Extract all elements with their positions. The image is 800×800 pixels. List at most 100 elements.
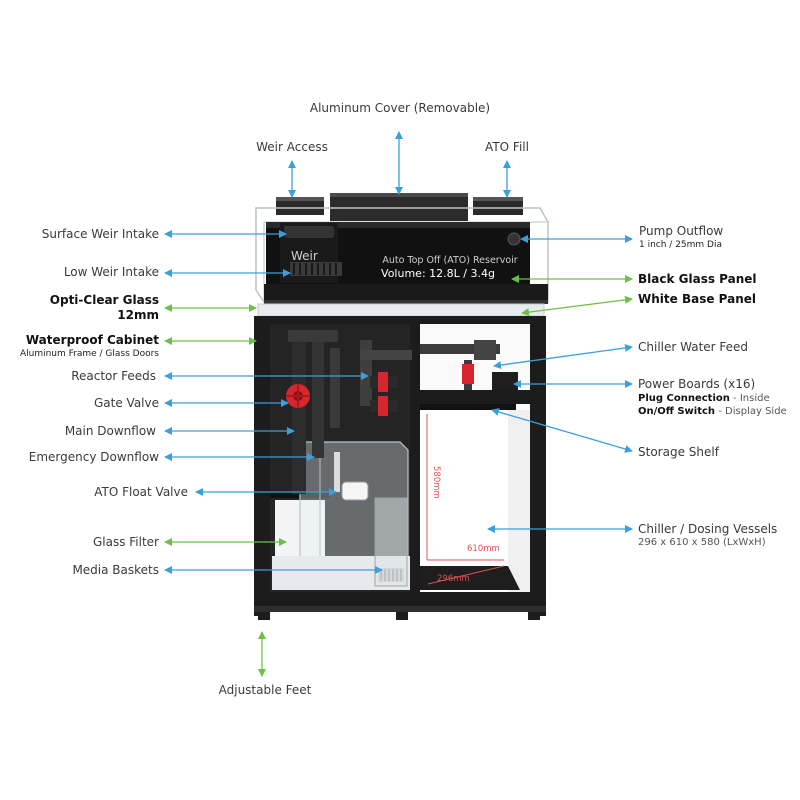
chiller-compartment [420, 410, 508, 592]
black-glass-sheen [266, 222, 530, 228]
label-pump-outflow-text: Pump Outflow [639, 224, 724, 238]
label-storage-shelf-text: Storage Shelf [638, 445, 719, 459]
label-waterproof-cabinet: Waterproof Cabinet Aluminum Frame / Glas… [10, 333, 159, 360]
tank-rim-panel [264, 284, 548, 302]
arrow-storage-shelf [491, 408, 633, 453]
label-main-downflow-text: Main Downflow [64, 424, 156, 438]
label-waterproof-cabinet-sub: Aluminum Frame / Glass Doors [19, 349, 159, 359]
label-media-baskets: Media Baskets [20, 563, 159, 578]
label-main-downflow: Main Downflow [20, 424, 156, 439]
cabinet-top-rail [254, 316, 546, 324]
label-aluminum-cover: Aluminum Cover (Removable) [300, 101, 500, 116]
label-reactor-feeds-text: Reactor Feeds [71, 369, 156, 383]
ato-float-valve[interactable] [341, 481, 369, 501]
foot-center[interactable] [396, 612, 408, 620]
white-base-panel [257, 303, 545, 317]
height-dimension-text: 580mm [431, 466, 441, 499]
label-glass-filter-text: Glass Filter [92, 535, 159, 549]
weir-access-lid-top [276, 197, 324, 201]
power-board[interactable] [492, 372, 518, 390]
label-chiller-dosing-text: Chiller / Dosing Vessels [638, 522, 778, 536]
label-reactor-feeds: Reactor Feeds [20, 369, 156, 384]
media-basket-mesh-lines [380, 569, 402, 581]
length-dimension-line [427, 565, 505, 585]
label-pump-outflow-sub: 1 inch / 25mm Dia [639, 240, 722, 250]
label-white-base-panel: White Base Panel [638, 292, 756, 307]
pump-outflow-nozzle [507, 232, 521, 246]
label-surface-weir-intake-text: Surface Weir Intake [41, 227, 159, 241]
label-black-glass-panel: Black Glass Panel [638, 272, 757, 287]
cabinet-bottom-rail [254, 592, 546, 608]
label-plug-connection-note: - Inside [729, 393, 770, 404]
weir-text: Weir [291, 249, 318, 263]
label-adjustable-feet-text: Adjustable Feet [218, 683, 312, 697]
label-gate-valve: Gate Valve [20, 396, 159, 411]
label-on-off-switch: On/Off Switch [638, 406, 716, 417]
label-low-weir-intake-text: Low Weir Intake [63, 265, 159, 279]
label-gate-valve-text: Gate Valve [93, 396, 159, 410]
cabinet-left-post [254, 316, 270, 616]
label-ato-fill: ATO Fill [467, 140, 547, 155]
ato-volume-text: Volume: 12.8L / 3.4g [381, 267, 495, 280]
low-weir-slots [290, 262, 342, 276]
cabinet-base-strip [254, 606, 546, 612]
length-dimension-text: 296mm [437, 574, 470, 584]
label-emergency-downflow: Emergency Downflow [10, 450, 159, 465]
label-on-off-switch-line: On/Off Switch - Display Side [638, 405, 787, 418]
label-plug-connection-line: Plug Connection - Inside [638, 392, 787, 405]
low-weir-slot-lines [293, 263, 337, 275]
aluminum-cover-top [330, 193, 468, 197]
label-plug-connection: Plug Connection [638, 393, 730, 404]
foot-right[interactable] [528, 612, 540, 620]
arrow-chiller-water-feed [493, 343, 633, 370]
label-aluminum-cover-text: Aluminum Cover (Removable) [309, 101, 491, 115]
surface-weir-slot [284, 226, 334, 238]
label-ato-float-valve-text: ATO Float Valve [94, 485, 188, 499]
width-dimension-text: 610mm [467, 544, 500, 554]
label-waterproof-cabinet-text: Waterproof Cabinet [25, 333, 159, 347]
label-opti-clear-glass-sub: 12mm [117, 308, 159, 322]
label-low-weir-intake: Low Weir Intake [20, 265, 159, 280]
label-glass-filter: Glass Filter [20, 535, 159, 550]
tank-rim-shadow [264, 300, 548, 304]
label-storage-shelf: Storage Shelf [638, 445, 719, 460]
storage-shelf-lip [420, 404, 516, 410]
right-pipe-vertical [360, 340, 372, 406]
reactor-valve-handle-1[interactable] [378, 372, 388, 392]
label-white-base-panel-text: White Base Panel [638, 292, 757, 306]
label-opti-clear-glass-text: Opti-Clear Glass [49, 293, 159, 307]
label-weir-access: Weir Access [242, 140, 342, 155]
label-ato-float-valve: ATO Float Valve [20, 485, 188, 500]
label-surface-weir-intake: Surface Weir Intake [20, 227, 159, 242]
weir-access-lid[interactable] [276, 197, 324, 215]
ato-fill-lid[interactable] [473, 197, 523, 215]
cabinet-center-divider [410, 324, 420, 596]
ato-fill-lid-top [473, 197, 523, 201]
label-chiller-water-feed: Chiller Water Feed [638, 340, 748, 355]
chiller-valve-handle[interactable] [462, 364, 474, 384]
gate-valve-spokes [286, 384, 310, 408]
ato-reservoir-text: Auto Top Off (ATO) Reservoir [382, 255, 517, 266]
pipe-elbow-top [288, 330, 338, 342]
arrow-white-base-panel [521, 295, 633, 317]
chiller-feed-fitting [474, 340, 496, 360]
label-chiller-dosing: Chiller / Dosing Vessels 296 x 610 x 580… [638, 522, 777, 549]
label-emergency-downflow-text: Emergency Downflow [28, 450, 159, 464]
label-chiller-water-feed-text: Chiller Water Feed [638, 340, 749, 354]
label-weir-access-text: Weir Access [256, 140, 328, 154]
label-adjustable-feet: Adjustable Feet [205, 683, 325, 698]
chiller-compartment-right-wall [508, 410, 530, 592]
reactor-pipe [330, 348, 340, 428]
storage-shelf [420, 390, 530, 404]
aluminum-cover[interactable] [330, 193, 468, 221]
chiller-feed-pipe [420, 344, 500, 354]
label-black-glass-panel-text: Black Glass Panel [638, 272, 757, 286]
foot-left[interactable] [258, 612, 270, 620]
cabinet-right-post [530, 316, 546, 616]
label-media-baskets-text: Media Baskets [72, 563, 159, 577]
pipe-horizontal-run [360, 350, 412, 360]
label-opti-clear-glass: Opti-Clear Glass 12mm [20, 293, 159, 323]
reactor-valve-handle-2[interactable] [378, 396, 388, 416]
